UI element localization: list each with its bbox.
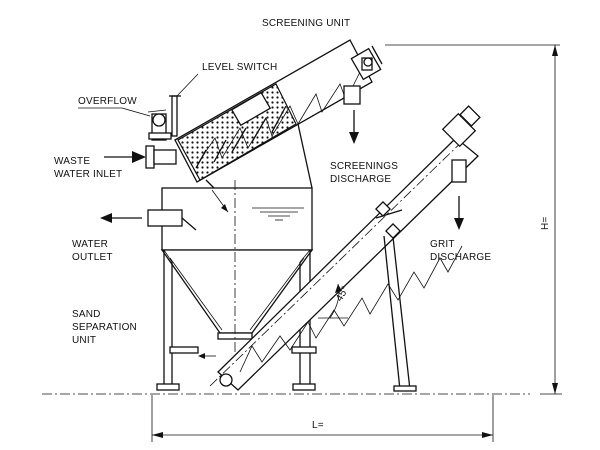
level-switch-label: LEVEL SWITCH <box>202 62 277 73</box>
water-outlet-arrow <box>100 213 142 223</box>
screenings-label-line2: DISCHARGE <box>330 174 391 185</box>
grit-discharge-arrow <box>454 196 464 230</box>
height-dimension: H= <box>385 44 562 395</box>
screenings-label-line1: SCREENINGS <box>330 161 398 172</box>
screenings-discharge-arrow <box>349 110 359 144</box>
overflow-pipe <box>147 109 172 141</box>
length-dimension: L= <box>151 395 494 442</box>
level-switch <box>169 73 199 137</box>
water-label-line1: WATER <box>72 239 108 250</box>
waste-water-inlet-pipe <box>104 145 177 169</box>
waste-label-line2: WATER INLET <box>54 169 122 180</box>
water-label-line2: OUTLET <box>72 252 113 263</box>
sand-separation-tank <box>147 180 314 372</box>
overflow-label: OVERFLOW <box>78 96 137 107</box>
grit-label-line2: DISCHARGE <box>430 252 491 263</box>
title-label: SCREENING UNIT <box>262 18 350 29</box>
grit-screw-conveyor <box>209 105 481 392</box>
screening-screw-conveyor <box>174 39 383 189</box>
sand-label-line3: UNIT <box>72 335 96 346</box>
waste-label-line1: WASTE <box>54 156 90 167</box>
sand-label-line2: SEPARATION <box>72 322 137 333</box>
grit-label-line1: GRIT <box>430 239 455 250</box>
length-dim-label: L= <box>312 420 324 431</box>
overflow-leader <box>121 107 151 117</box>
sand-label-line1: SAND <box>72 309 101 320</box>
height-dim-label: H= <box>540 217 551 230</box>
